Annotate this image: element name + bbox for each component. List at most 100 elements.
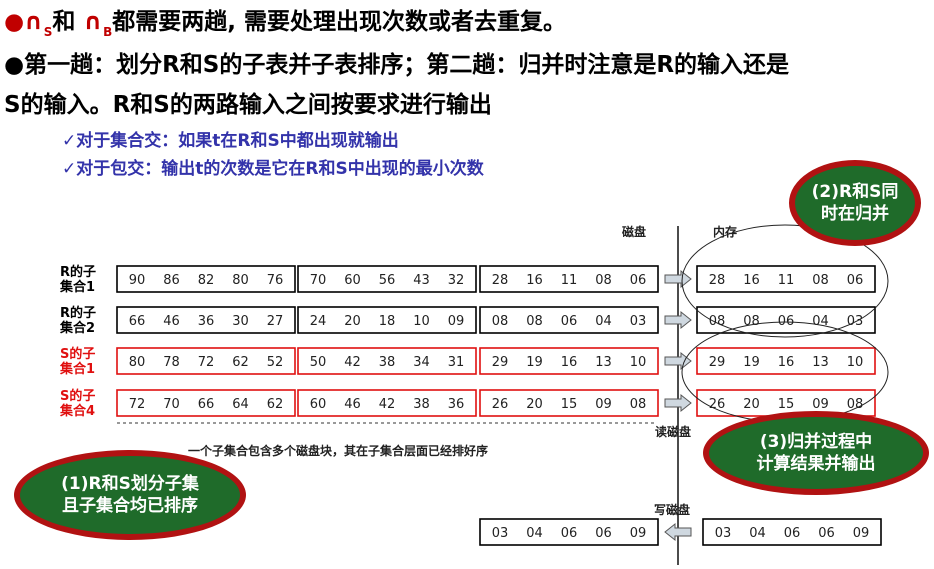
disk-row-cell: 90 [129, 273, 146, 288]
disk-row-cell: 30 [232, 314, 249, 329]
output-disk-block [479, 518, 659, 546]
disk-row-cell: 11 [561, 273, 578, 288]
disk-row-cell: 76 [267, 273, 284, 288]
disk-row-cell: 80 [129, 355, 146, 370]
output-disk-cell: 04 [526, 526, 543, 541]
disk-row-cell: 36 [448, 397, 465, 412]
memory-row-cell: 13 [812, 355, 829, 370]
disk-row-cell: 62 [232, 355, 249, 370]
disk-row-cell: 08 [595, 273, 612, 288]
output-memory-cell: 03 [715, 526, 732, 541]
disk-row-cell: 08 [492, 314, 509, 329]
memory-row-cell: 08 [743, 314, 760, 329]
memory-row-cell: 08 [812, 273, 829, 288]
disk-row-cell: 24 [310, 314, 327, 329]
memory-row-cell: 16 [743, 273, 760, 288]
memory-row-cell: 28 [709, 273, 726, 288]
disk-row-block [479, 306, 659, 334]
disk-row-cell: 60 [344, 273, 361, 288]
disk-row-block [297, 265, 477, 293]
callout-3-line-1: (3)归并过程中 [759, 432, 873, 452]
disk-row-cell: 52 [267, 355, 284, 370]
read-arrow-icon [664, 269, 692, 289]
callout-1-line-2: 且子集合均已排序 [61, 496, 198, 516]
disk-row-cell: 18 [379, 314, 396, 329]
disk-row-block [479, 389, 659, 417]
disk-row-cell: 28 [492, 273, 509, 288]
heading-line-1-text: 都需要两趟, 需要处理出现次数或者去重复。 [112, 9, 567, 35]
memory-row-cell: 03 [847, 314, 864, 329]
disk-row-cell: 78 [163, 355, 180, 370]
output-memory-cell: 06 [784, 526, 801, 541]
disk-row-cell: 10 [630, 355, 647, 370]
row-label-line-1: R的子 [60, 305, 96, 321]
disk-row-block [297, 389, 477, 417]
disk-row-cell: 56 [379, 273, 396, 288]
read-arrow-icon-shape [664, 269, 692, 289]
disk-row-cell: 62 [267, 397, 284, 412]
subset-note: 一个子集合包含多个磁盘块，其在子集合层面已经排好序 [188, 443, 488, 458]
disk-row-cell: 42 [379, 397, 396, 412]
memory-row-cell: 08 [709, 314, 726, 329]
memory-row-block [696, 347, 876, 375]
write-disk-label: 写磁盘 [654, 502, 690, 517]
memory-row-cell: 09 [812, 397, 829, 412]
row-label-line-2: 集合1 [59, 361, 95, 377]
read-disk-label: 读磁盘 [655, 424, 691, 439]
disk-row-cell: 20 [526, 397, 543, 412]
callout-1-line-1: (1)R和S划分子集 [61, 474, 199, 494]
memory-row-cell: 04 [812, 314, 829, 329]
disk-row-cell: 66 [129, 314, 146, 329]
write-arrow-icon-shape [664, 522, 692, 542]
disk-row-cell: 13 [595, 355, 612, 370]
disk-row-cell: 42 [344, 355, 361, 370]
disk-row-block [116, 306, 296, 334]
disk-row-cell: 15 [561, 397, 578, 412]
callout-compute-output: (3)归并过程中计算结果并输出 [703, 411, 929, 495]
disk-row-cell: 26 [492, 397, 509, 412]
check-bag-intersection: ✓对于包交：输出t的次数是它在R和S中出现的最小次数 [62, 159, 484, 179]
disk-row-cell: 72 [198, 355, 215, 370]
output-memory-block [702, 518, 882, 546]
intersect-b-subscript: B [103, 25, 113, 39]
disk-row-cell: 06 [561, 314, 578, 329]
memory-row-cell: 29 [709, 355, 726, 370]
disk-row-cell: 19 [526, 355, 543, 370]
disk-row-cell: 03 [630, 314, 647, 329]
memory-row-cell: 15 [778, 397, 795, 412]
memory-row-cell: 06 [847, 273, 864, 288]
disk-row-cell: 32 [448, 273, 465, 288]
memory-row-block [696, 265, 876, 293]
disk-row-cell: 70 [310, 273, 327, 288]
read-arrow-icon-shape [664, 351, 692, 371]
disk-row-block [479, 347, 659, 375]
disk-row-cell: 31 [448, 355, 465, 370]
memory-row-block [696, 306, 876, 334]
intersect-s-subscript: S [43, 25, 53, 39]
memory-row-cell: 06 [778, 314, 795, 329]
output-disk-cell: 06 [595, 526, 612, 541]
intersect-s-symbol: ∩ [24, 9, 43, 35]
disk-row-cell: 16 [526, 273, 543, 288]
row-label-line-2: 集合4 [59, 403, 95, 419]
callout-partition-sort: (1)R和S划分子集且子集合均已排序 [14, 450, 246, 540]
intersect-b-symbol: ∩ [83, 9, 103, 35]
memory-label: 内存 [713, 224, 737, 239]
output-disk-cell: 06 [561, 526, 578, 541]
disk-row-cell: 04 [595, 314, 612, 329]
row-label-line-1: R的子 [60, 264, 96, 280]
disk-row-cell: 80 [232, 273, 249, 288]
disk-label: 磁盘 [621, 224, 646, 239]
disk-row-cell: 09 [595, 397, 612, 412]
memory-row-cell: 11 [778, 273, 795, 288]
disk-row-cell: 66 [198, 397, 215, 412]
disk-row-cell: 06 [630, 273, 647, 288]
disk-row-cell: 10 [413, 314, 430, 329]
disk-row-block [116, 265, 296, 293]
read-arrow-icon [664, 310, 692, 330]
memory-row-cell: 26 [709, 397, 726, 412]
and-text: 和 [52, 9, 76, 35]
callout-2-line-1: (2)R和S同 [811, 182, 899, 202]
